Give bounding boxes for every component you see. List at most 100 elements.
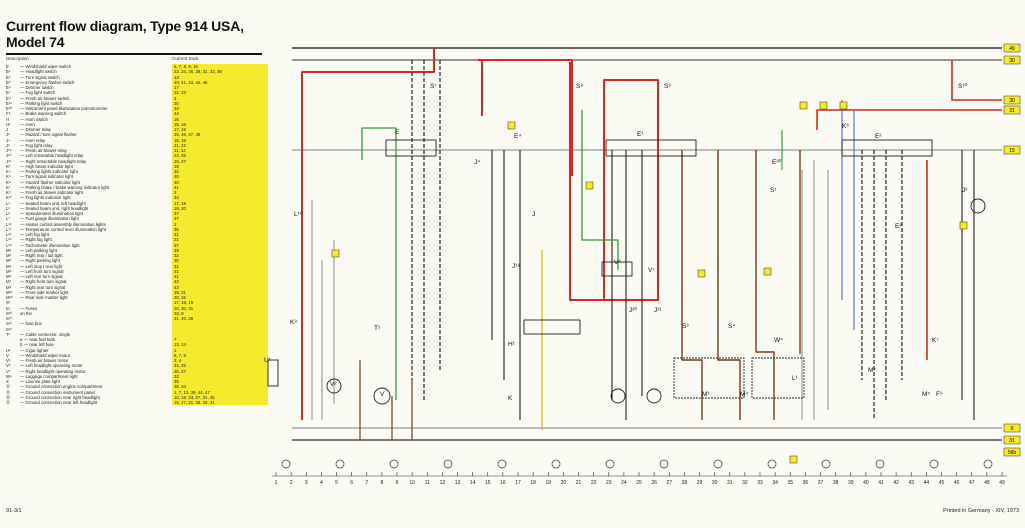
ground-point-icon [335, 459, 345, 469]
legend-description: — Emergency flasher switch [20, 79, 75, 85]
legend-code: M¹ [6, 247, 12, 253]
legend-track: 45 [172, 174, 268, 180]
legend-description: — Horn switch [20, 116, 48, 122]
diagram-title: Current flow diagram, Type 914 USA, Mode… [6, 18, 244, 50]
track-number: 16 [500, 480, 506, 486]
grey-wire-1 [311, 200, 335, 420]
track-number: 20 [561, 480, 567, 486]
legend-description: — Right rear / tail light [20, 253, 63, 258]
legend-description: — License plate light [20, 379, 60, 384]
legend-track: 1 [172, 347, 268, 353]
legend-description: — Windshield wiper switch [20, 64, 72, 69]
track-number: 28 [682, 480, 688, 486]
ground-point-icon [767, 459, 777, 469]
legend-description: — Temperature control lever illumination… [20, 226, 106, 232]
connector-tag [819, 101, 828, 110]
diagram-title-block: Current flow diagram, Type 914 USA, Mode… [6, 18, 262, 55]
track-number: 13 [455, 480, 461, 486]
legend-track: 17, 18 [172, 127, 268, 133]
legend-code: E⁷ [6, 90, 11, 96]
legend-description: — Fresh air blower motor [20, 358, 69, 363]
track-number: 27 [666, 480, 672, 486]
legend-track: 31 [172, 263, 268, 269]
legend-description: — Headlight switch [20, 69, 57, 75]
terminal-label: 49 [1009, 46, 1015, 52]
legend-track: 26, 27 [172, 368, 268, 374]
track-number: 23 [606, 480, 612, 486]
terminal-tag [1003, 43, 1021, 53]
component-label: V [380, 391, 385, 398]
component-label: J²¹ [654, 307, 662, 314]
legend-code: J¹⁸ [6, 148, 12, 153]
track-number: 21 [576, 480, 582, 486]
legend-description: — Heater control assembly illumination l… [20, 221, 106, 227]
component-label: S⁹ [664, 83, 671, 90]
legend-code: S¹ [6, 300, 11, 306]
ground-point-icon [821, 459, 831, 469]
legend-code: K¹⁷ [6, 195, 12, 201]
track-number: 41 [878, 480, 884, 486]
blower-motor-symbol [326, 378, 342, 394]
legend-code: E¹ [6, 69, 11, 75]
legend-code: T¹ [6, 331, 11, 337]
legend-track: 43 [172, 279, 268, 285]
ground-point-icon [875, 459, 885, 469]
legend-code: S¹⁵ [6, 321, 13, 327]
legend-track: 37 [172, 242, 268, 248]
legend-description: — Brake warning switch [20, 111, 67, 117]
wire-layer [292, 47, 1002, 441]
legend-track: 38, 34 [172, 384, 268, 390]
red-feed-wire-4 [816, 109, 1002, 130]
component-label: E [395, 129, 400, 136]
track-number: 11 [425, 480, 430, 486]
track-number: 30 [712, 480, 718, 486]
legend-description: — Tachometer illumination light [20, 242, 80, 248]
connector-tag [331, 249, 340, 258]
legend-row: ⑪— Ground connection near left headlight… [6, 400, 268, 406]
track-number: 43 [908, 480, 914, 486]
legend-description: — Left fog light [20, 232, 49, 237]
legend-description: — Dimmer switch [20, 85, 54, 90]
track-number: 17 [515, 480, 521, 486]
ground-point-icon [983, 459, 993, 469]
terminal-label: 30 [1009, 58, 1015, 64]
legend-description: — Speedometer illumination light [20, 211, 84, 216]
legend-code: L⁷ [6, 216, 10, 222]
track-number: 36 [803, 480, 809, 486]
legend-track: 17, 18, 19 [172, 300, 268, 306]
ground-point-icon [443, 459, 453, 469]
component-label: M⁵ [922, 391, 930, 398]
legend-code: S¹⁶ [6, 326, 13, 332]
track-number: 15 [485, 480, 491, 486]
legend-code: J²⁰ [6, 153, 12, 159]
legend-track: 37 [172, 211, 268, 217]
legend-description: — Windshield wiper motor [20, 352, 71, 358]
legend-row: L⁶ — Speedometer illumination light 37 [6, 211, 268, 217]
legend-description: — Left stop / rear light [20, 263, 63, 269]
component-label: F⁹ [936, 391, 943, 398]
component-label: M¹ [702, 391, 710, 398]
component-label: J [532, 211, 535, 218]
component-legend: Description Current track E— Windshield … [6, 56, 268, 406]
ground-point-icon [713, 459, 723, 469]
legend-code: L⁶ [6, 211, 11, 216]
track-number: 3 [305, 480, 308, 486]
track-number: 31 [727, 480, 733, 486]
legend-track: 1, 7, 13, 39, 44, 47 [172, 389, 268, 395]
legend-track: 29 [172, 247, 268, 253]
black-wire-1 [411, 60, 441, 400]
legend-description: — Right headlight operating motor [20, 368, 86, 374]
legend-track [172, 326, 268, 332]
track-number: 49 [999, 480, 1005, 486]
